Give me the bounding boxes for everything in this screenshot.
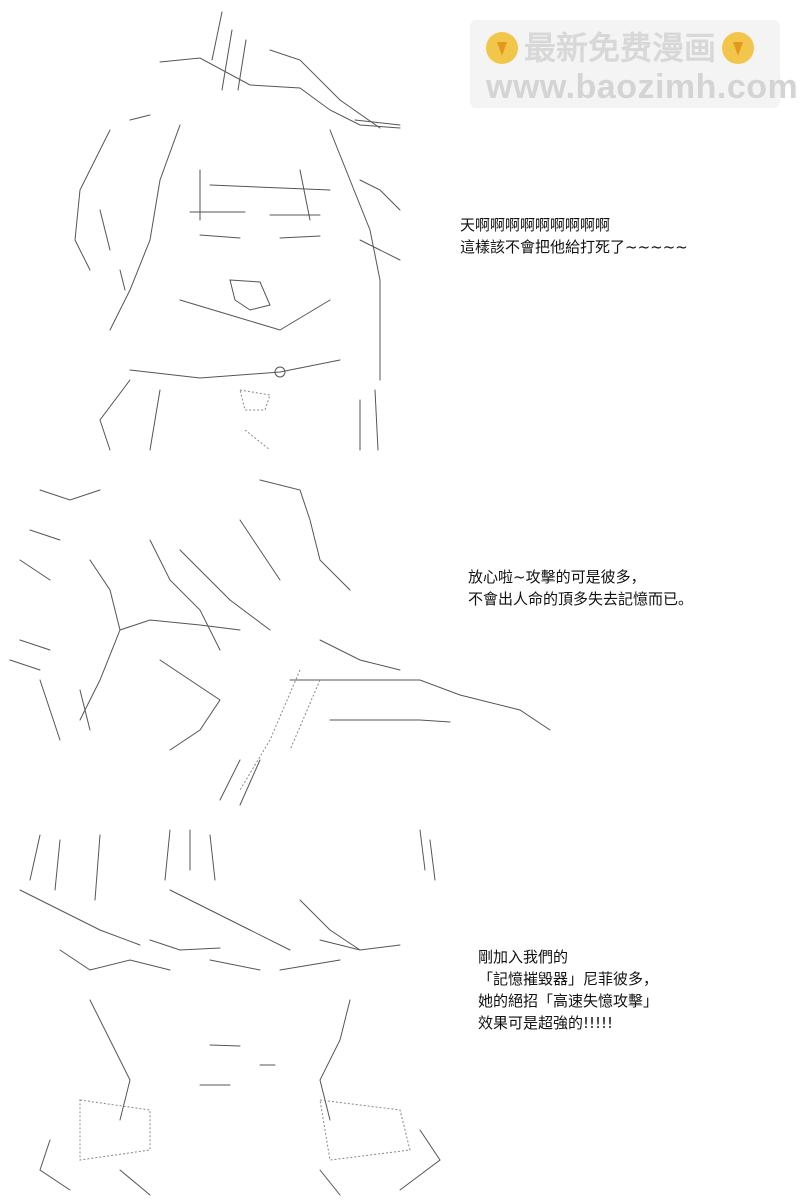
panel-3-caption: 剛加入我們的 「記憶摧毀器」尼菲彼多， 她的絕招「高速失憶攻擊」 效果可是超強的… xyxy=(478,948,659,1032)
panel-2: 放心啦~攻擊的可是彼多， 不會出人命的頂多失去記憶而已。 xyxy=(0,460,800,820)
panel-1-caption: 天啊啊啊啊啊啊啊啊啊 這樣該不會把他給打死了~~~~~ xyxy=(460,216,688,256)
pointing-hand-icon xyxy=(722,32,755,64)
ascii-art-closeup-face xyxy=(19,829,441,1196)
pointing-hand-icon xyxy=(486,32,518,64)
panel-3: 剛加入我們的 「記憶摧毀器」尼菲彼多， 她的絕招「高速失憶攻擊」 效果可是超強的… xyxy=(0,820,800,1200)
watermark-url: www.baozimh.com xyxy=(486,68,799,106)
ascii-art-girl-startled xyxy=(74,11,401,451)
watermark: 最新免费漫画 www.baozimh.com xyxy=(470,20,799,108)
panel-2-caption: 放心啦~攻擊的可是彼多， 不會出人命的頂多失去記憶而已。 xyxy=(468,568,694,608)
ascii-art-spiky-attack xyxy=(9,479,551,806)
panel-1: 天啊啊啊啊啊啊啊啊啊 這樣該不會把他給打死了~~~~~ xyxy=(0,0,800,460)
watermark-title: 最新免费漫画 xyxy=(524,29,717,67)
watermark-title-row: 最新免费漫画 xyxy=(486,30,772,66)
